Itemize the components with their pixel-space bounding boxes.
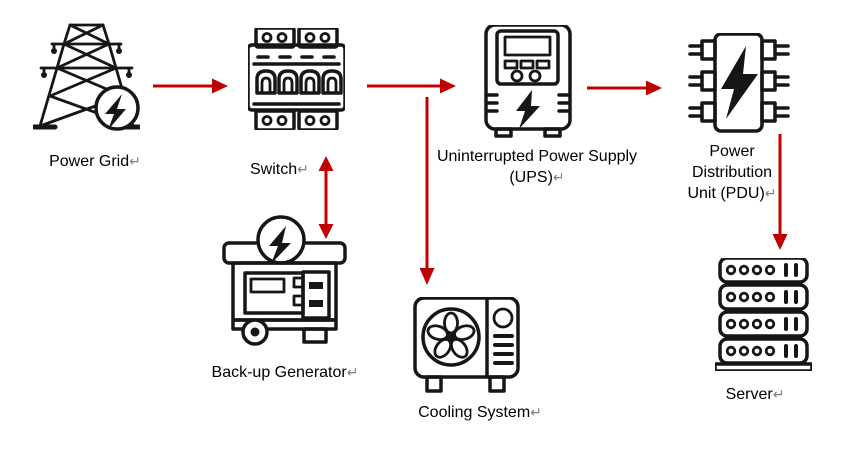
- cooling-fan-unit-icon: [413, 297, 520, 393]
- pdu-chip-icon: [688, 33, 790, 133]
- transmission-tower-icon: [33, 23, 140, 131]
- pdu-label-line3: Unit (PDU)↵: [687, 185, 777, 202]
- arrow-pdu-to-server: [772, 134, 788, 250]
- ups-label: Uninterrupted Power Supply (UPS)↵: [427, 146, 647, 188]
- arrow-grid-to-switch: [153, 78, 228, 94]
- circuit-breaker-switch-icon: [248, 28, 345, 130]
- paragraph-return-mark: ↵: [552, 169, 565, 185]
- cooling-label: Cooling System↵: [418, 404, 542, 421]
- power-grid-label: Power Grid↵: [49, 153, 141, 170]
- backup-generator-icon: [222, 215, 347, 346]
- ups-label-line2: (UPS)↵: [509, 169, 565, 186]
- arrow-ups-to-pdu: [587, 80, 662, 96]
- paragraph-return-mark: ↵: [764, 185, 777, 201]
- pdu-label: Power Distribution Unit (PDU)↵: [686, 141, 778, 204]
- paragraph-return-mark: ↵: [129, 153, 141, 169]
- paragraph-return-mark: ↵: [346, 364, 359, 380]
- server-rack-icon: [715, 258, 812, 371]
- arrow-branch-to-cooling: [419, 97, 435, 285]
- paragraph-return-mark: ↵: [772, 386, 785, 402]
- arrow-switch-generator-bidirectional: [318, 156, 334, 239]
- pdu-label-line2: Distribution: [691, 164, 773, 181]
- arrow-switch-to-ups: [367, 78, 456, 94]
- pdu-label-line1: Power: [709, 143, 755, 160]
- server-label: Server↵: [725, 386, 785, 403]
- ups-tower-icon: [484, 25, 572, 138]
- paragraph-return-mark: ↵: [297, 161, 309, 177]
- paragraph-return-mark: ↵: [530, 404, 542, 420]
- ups-label-line1: Uninterrupted Power Supply: [436, 148, 638, 165]
- generator-label: Back-up Generator↵: [211, 364, 359, 381]
- switch-label: Switch↵: [250, 161, 309, 178]
